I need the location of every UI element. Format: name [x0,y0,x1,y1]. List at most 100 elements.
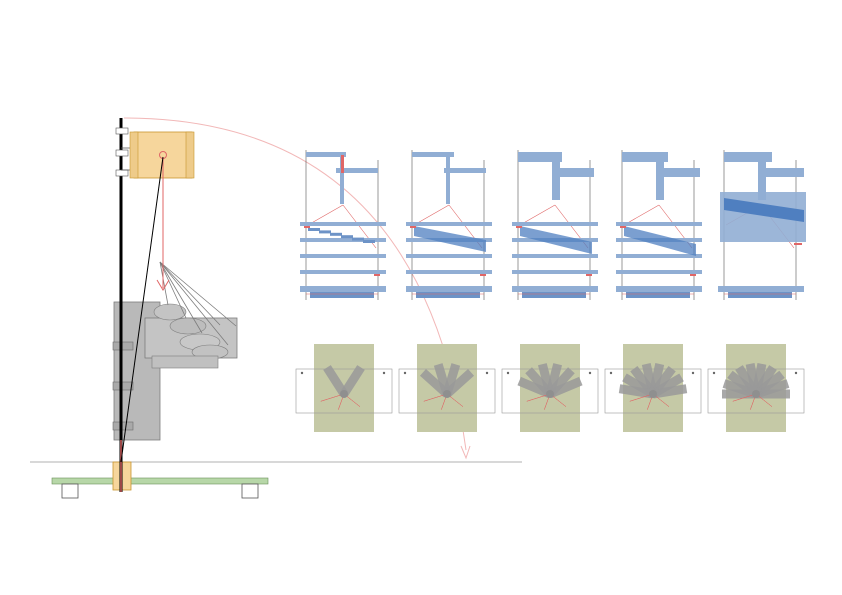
bracket-mid [115,149,129,157]
top-arm-lower [552,168,594,177]
marker-left [304,226,310,228]
marker-right [794,243,802,245]
plan-hub [546,390,554,398]
hanger-red [341,155,344,173]
top-arm [622,152,668,162]
hanger [340,152,344,204]
plan-panel-4 [604,344,702,432]
plan-arm [419,369,451,398]
top-arm [412,152,454,157]
plan-hub [443,390,451,398]
rail-3 [406,254,492,258]
cable-left [519,204,556,226]
marker-left [516,226,522,228]
bottom-rail [512,286,598,292]
stair-step [319,230,331,234]
tilted-panel [520,226,592,254]
marker-right [374,274,380,276]
bottom-tray [626,292,690,298]
marker-right [690,274,696,276]
rail-4 [300,270,386,274]
plan-outline [707,368,805,414]
mass-drum-2 [169,317,207,335]
plan-arm [517,376,552,399]
rail-1 [406,222,492,226]
marker-left [410,226,416,228]
plan-spoke [526,393,551,402]
cable-left [413,204,450,226]
top-arm [518,152,562,162]
plan-pin-left [609,371,613,375]
bracket-low [115,169,129,177]
plan-outline [398,368,496,414]
plan-pin-left [403,371,407,375]
plan-arm [340,365,365,397]
bottom-tray [310,292,374,298]
mass-bar-3 [112,421,134,431]
mass-cables [159,261,237,346]
mass-drum-1 [153,303,187,321]
elevation-panel-3 [512,150,598,300]
rail-2 [300,238,386,242]
bottom-rail [616,286,702,292]
plan-arm [618,384,654,399]
rail-3 [512,254,598,258]
rail-3 [616,254,702,258]
hanger [552,152,560,200]
plan-outline [604,368,702,414]
hoist-box [120,131,195,463]
tilted-panel [624,226,696,256]
rail-1 [616,222,702,226]
plan-pin-left [506,371,510,375]
hanger [758,152,766,200]
plan-spoke [423,393,448,402]
plan-pin-right [485,371,489,375]
rail-4 [406,270,492,274]
rail-1 [512,222,598,226]
marker-left [620,226,626,228]
counterweight-mass [112,261,238,441]
mass-lower-block [151,355,219,369]
marker-right [586,274,592,276]
plan-spoke [320,393,345,402]
bottom-tray [416,292,480,298]
plan-panel-5 [707,344,805,432]
elevation-panel-5 [718,150,806,300]
bottom-tray [522,292,586,298]
plan-pin-right [691,371,695,375]
tilted-panel [414,226,486,252]
stair-step [363,240,375,243]
plan-panel-2 [398,344,496,432]
plan-panel-3 [501,344,599,432]
rail-1 [300,222,386,226]
plan-outline [295,368,393,414]
plan-spoke [732,393,757,402]
elevation-panel-2 [406,150,492,300]
cable-left [307,204,344,226]
stay-cable [120,156,164,463]
elevation-panel-1 [300,150,386,300]
final-tilt [724,198,804,222]
rail-4 [616,270,702,274]
bottom-rail [406,286,492,292]
top-arm-lower [336,168,378,173]
top-arm-lower [762,168,804,177]
mass-bar-2 [112,381,134,391]
stair-step [352,237,364,241]
plan-pin-right [794,371,798,375]
base-platform [51,477,269,485]
top-arm [724,152,772,162]
elevation-sequence [300,150,806,300]
elevation-panel-4 [616,150,702,300]
plan-hub [649,390,657,398]
bracket-top [115,127,129,135]
ground-and-base [30,461,522,499]
plan-spoke [629,393,654,402]
bottom-rail [300,286,386,292]
plan-pin-left [300,371,304,375]
hanger [446,152,450,204]
bottom-rail [718,286,804,292]
mass-bar-1 [112,341,134,351]
